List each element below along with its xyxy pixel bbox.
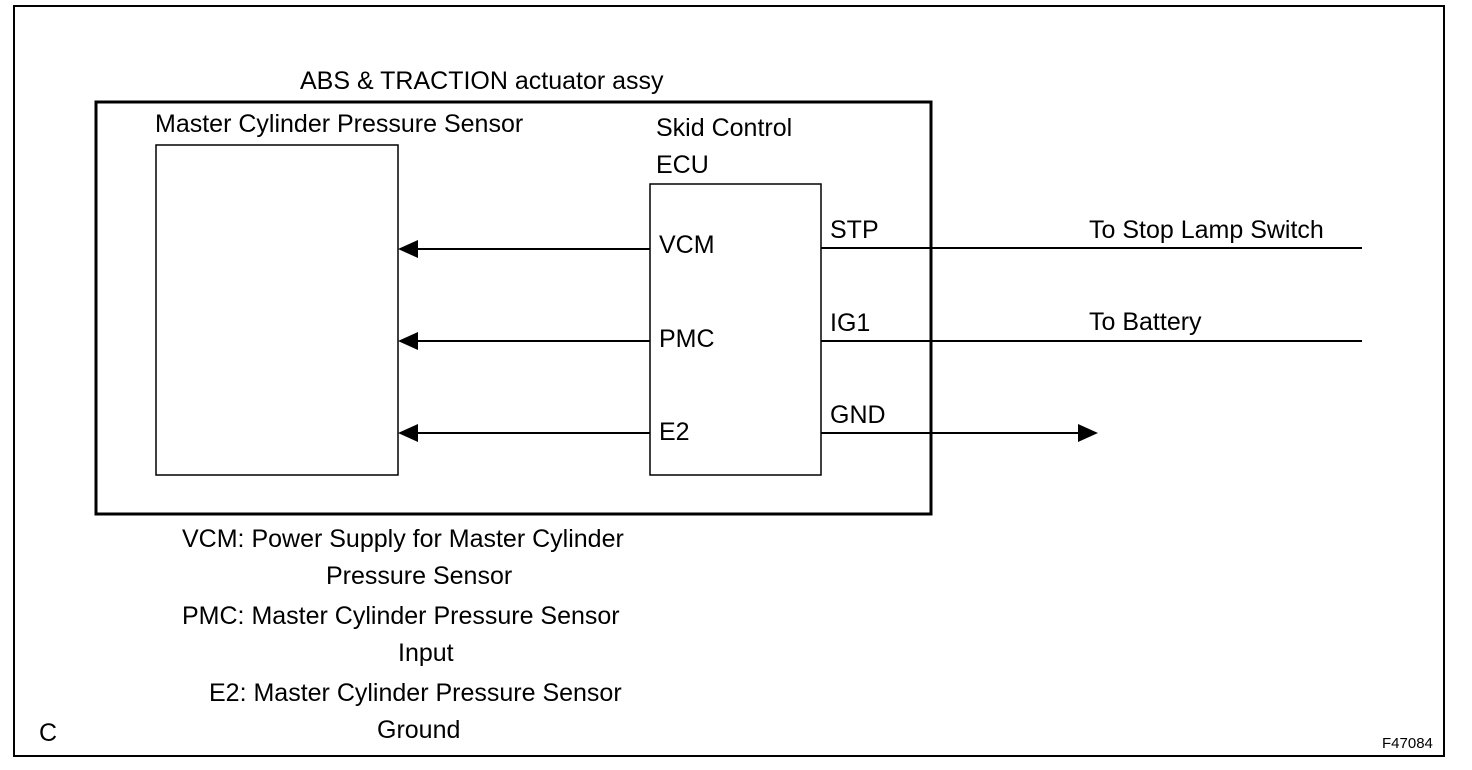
sensor-label: Master Cylinder Pressure Sensor: [155, 110, 524, 138]
legend-e2-line2: Ground: [377, 716, 461, 744]
gnd-arrowhead: [1078, 424, 1098, 442]
legend-pmc-line2: Input: [398, 639, 454, 667]
vcm-arrowhead: [398, 240, 418, 258]
pin-gnd: GND: [830, 401, 886, 429]
ecu-label-line2: ECU: [656, 151, 709, 179]
pin-vcm: VCM: [659, 231, 715, 259]
figure-id: F47084: [1382, 735, 1433, 752]
e2-arrowhead: [398, 424, 418, 442]
actuator-assy-box: [94, 100, 933, 516]
sensor-box: [155, 144, 399, 476]
vcm-wire: [398, 240, 650, 258]
legend-pmc-line1: PMC: Master Cylinder Pressure Sensor: [182, 602, 620, 630]
pin-stp: STP: [830, 216, 879, 244]
pmc-arrowhead: [398, 332, 418, 350]
pin-pmc: PMC: [659, 325, 715, 353]
corner-letter: C: [39, 719, 58, 747]
gnd-wire: [821, 424, 1098, 442]
pin-e2: E2: [659, 418, 690, 446]
legend-vcm-line1: VCM: Power Supply for Master Cylinder: [182, 525, 624, 553]
legend-vcm-line2: Pressure Sensor: [326, 562, 513, 590]
ecu-box: [649, 183, 822, 476]
stp-destination: To Stop Lamp Switch: [1089, 216, 1324, 244]
pmc-wire: [398, 332, 650, 350]
pin-ig1: IG1: [830, 309, 871, 337]
assembly-title: ABS & TRACTION actuator assy: [300, 67, 664, 95]
e2-wire: [398, 424, 650, 442]
ecu-label-line1: Skid Control: [656, 114, 793, 142]
legend-e2-line1: E2: Master Cylinder Pressure Sensor: [209, 679, 622, 707]
ig1-destination: To Battery: [1089, 308, 1202, 336]
figure-frame: [13, 5, 1445, 757]
